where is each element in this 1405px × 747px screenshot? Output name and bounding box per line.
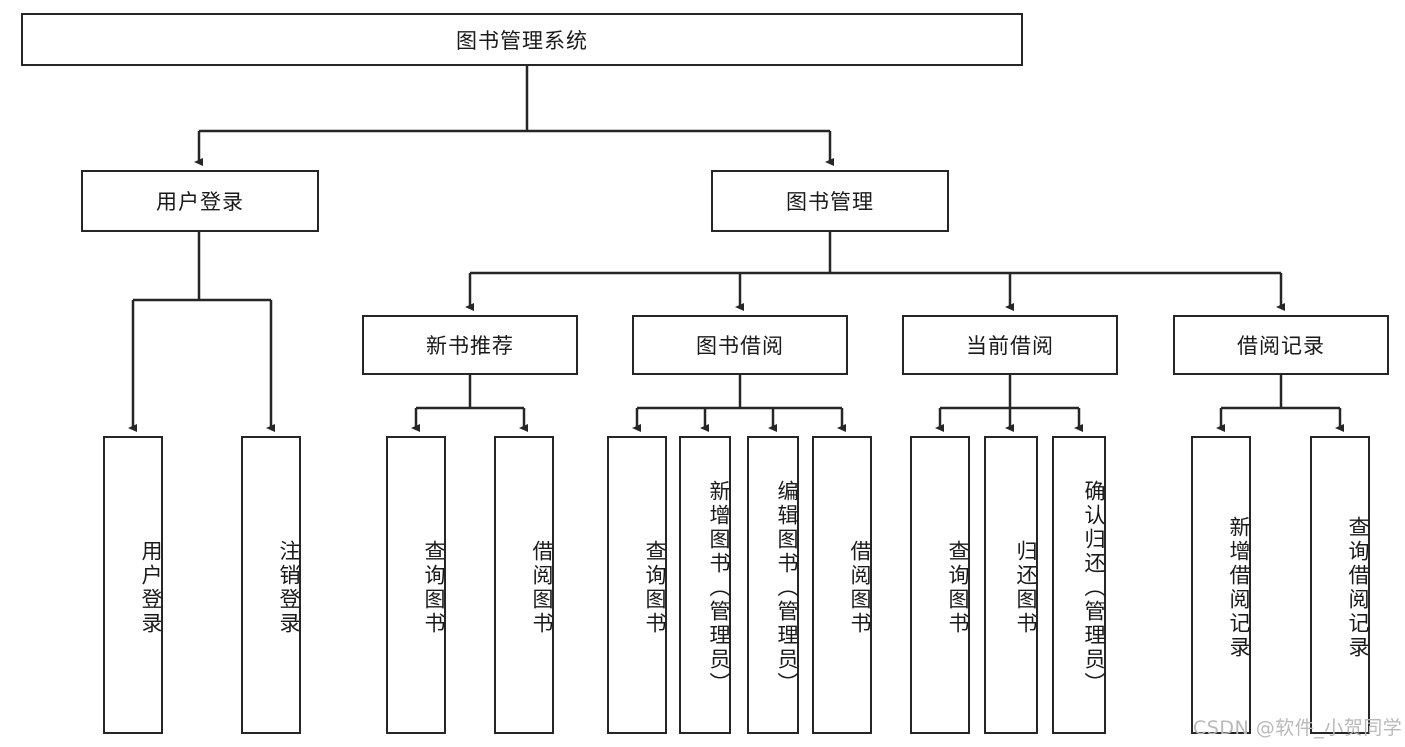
leaf-label: 新增借阅记录 (1227, 516, 1251, 660)
leaf-label: 查询图书 (422, 540, 446, 636)
leaf-borrow-borrow-book[interactable]: 借阅图书 (812, 436, 872, 734)
node-current-borrow[interactable]: 当前借阅 (902, 315, 1118, 375)
leaf-label: 编辑图书（管理员） (775, 480, 799, 696)
node-user-login[interactable]: 用户登录 (81, 170, 319, 232)
leaf-current-confirm-return[interactable]: 确认归还（管理员） (1052, 436, 1106, 734)
leaf-label: 归还图书 (1014, 540, 1038, 636)
leaf-label: 确认归还（管理员） (1082, 480, 1106, 696)
leaf-label: 新增图书（管理员） (707, 480, 731, 696)
leaf-label: 借阅图书 (848, 540, 872, 636)
node-book-management[interactable]: 图书管理 (711, 170, 949, 232)
node-root[interactable]: 图书管理系统 (21, 13, 1023, 66)
leaf-new-book-query[interactable]: 查询图书 (386, 436, 446, 734)
node-current-borrow-label: 当前借阅 (966, 334, 1054, 358)
leaf-label: 查询图书 (946, 540, 970, 636)
leaf-current-return-book[interactable]: 归还图书 (984, 436, 1038, 734)
node-new-book-recommend[interactable]: 新书推荐 (362, 315, 578, 375)
node-book-management-label: 图书管理 (786, 190, 874, 214)
leaf-label: 查询图书 (643, 540, 667, 636)
node-book-borrow-label: 图书借阅 (696, 334, 784, 358)
leaf-label: 借阅图书 (530, 540, 554, 636)
leaf-label: 用户登录 (139, 540, 163, 636)
leaf-label: 查询借阅记录 (1346, 516, 1370, 660)
leaf-label: 注销登录 (277, 540, 301, 636)
leaf-borrow-add-book[interactable]: 新增图书（管理员） (679, 436, 731, 734)
leaf-current-query-book[interactable]: 查询图书 (910, 436, 970, 734)
node-borrow-record[interactable]: 借阅记录 (1173, 315, 1389, 375)
node-root-label: 图书管理系统 (456, 28, 588, 53)
node-user-login-label: 用户登录 (156, 190, 244, 214)
leaf-borrow-edit-book[interactable]: 编辑图书（管理员） (747, 436, 799, 734)
leaf-record-add[interactable]: 新增借阅记录 (1191, 436, 1251, 734)
csdn-watermark: CSDN @软件_小贺同学 (1193, 717, 1403, 739)
node-borrow-record-label: 借阅记录 (1237, 334, 1325, 358)
leaf-user-login-login[interactable]: 用户登录 (103, 436, 163, 734)
node-new-book-recommend-label: 新书推荐 (426, 334, 514, 358)
node-book-borrow[interactable]: 图书借阅 (632, 315, 848, 375)
leaf-record-query[interactable]: 查询借阅记录 (1310, 436, 1370, 734)
leaf-borrow-query-book[interactable]: 查询图书 (607, 436, 667, 734)
leaf-new-book-borrow[interactable]: 借阅图书 (494, 436, 554, 734)
leaf-user-login-logout[interactable]: 注销登录 (241, 436, 301, 734)
